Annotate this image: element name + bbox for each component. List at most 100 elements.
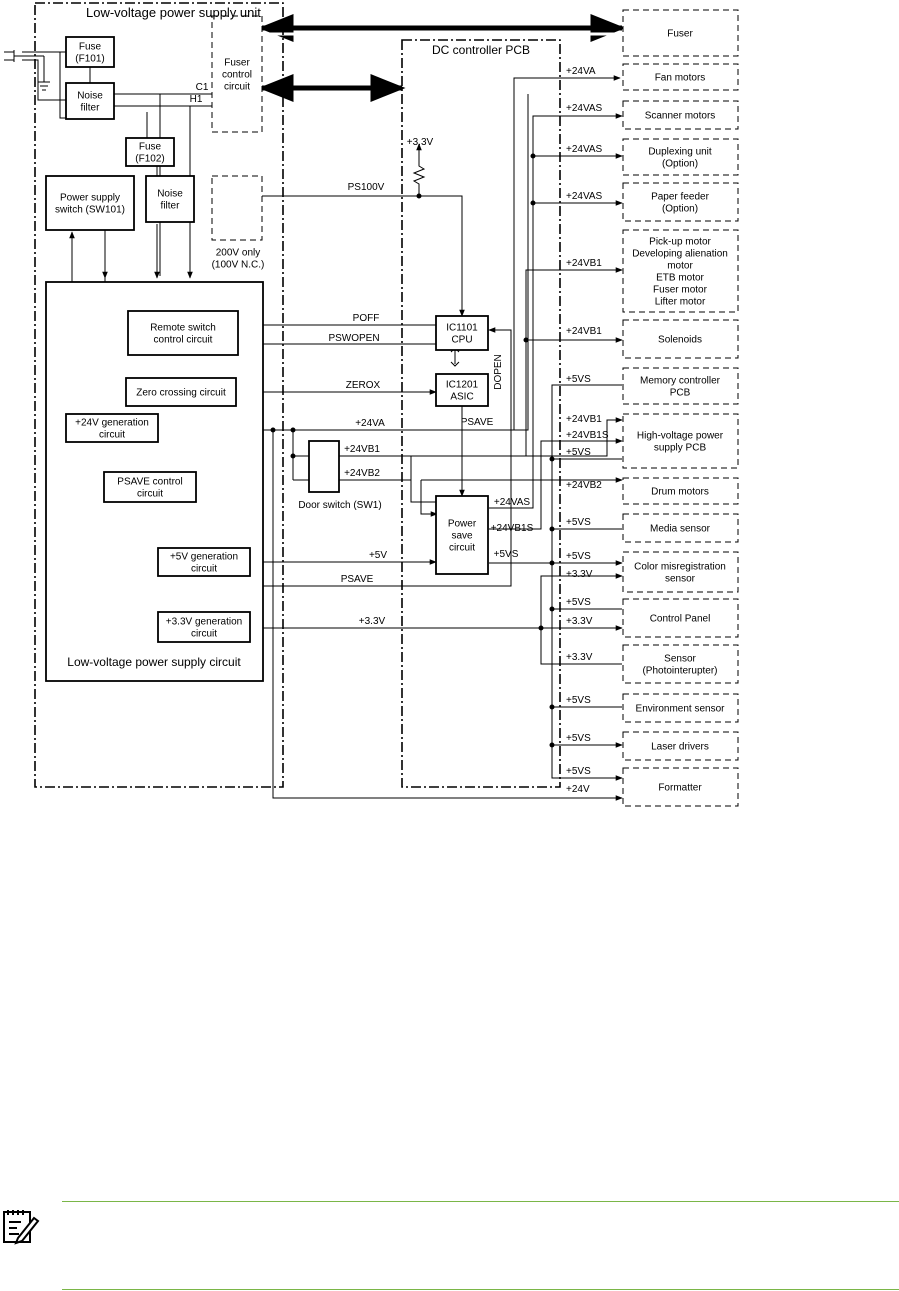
output-box	[622, 182, 739, 222]
output-box	[622, 138, 739, 176]
fuser-control-label-line: Fuser	[224, 58, 250, 69]
fuse-f102-box	[125, 137, 175, 167]
output-box	[622, 644, 739, 684]
remote-switch-box	[127, 310, 239, 356]
rail-label: +24VB1S	[566, 430, 609, 441]
gen-24v-box	[65, 413, 159, 443]
signal-v5v-mid: +5V	[369, 550, 387, 561]
signal-zerox: ZEROX	[346, 380, 381, 391]
output-label-line: Lifter motor	[655, 297, 706, 308]
rail-label: +24VB2	[566, 480, 602, 491]
output-box	[622, 767, 739, 807]
noise-filter-1-label-line: Noise	[77, 91, 103, 102]
fuser-control-label-line: circuit	[224, 82, 250, 93]
signal-psave-1: PSAVE	[461, 417, 494, 428]
noise-filter-2-label-line: filter	[161, 201, 181, 212]
junction-dot	[549, 704, 555, 710]
fuse-f101-box	[65, 36, 115, 68]
output-box	[622, 367, 739, 405]
note-200v-box	[211, 175, 263, 241]
rail-label: +24VAS	[566, 191, 603, 202]
output-box	[622, 693, 739, 723]
output-label-line: Control Panel	[650, 614, 711, 625]
v33-branches	[540, 576, 622, 665]
junction-dot	[549, 606, 555, 612]
output-label-line: Color misregistration	[634, 562, 726, 573]
signal-c1: C1	[196, 82, 209, 93]
output-label-line: Formatter	[658, 783, 702, 794]
output-box	[622, 100, 739, 130]
output-box	[622, 9, 739, 57]
output-label-line: (Option)	[662, 159, 698, 170]
junction-dot	[523, 337, 529, 343]
rail-label: +5VS	[566, 766, 591, 777]
rail-label: +5VS	[566, 374, 591, 385]
signal-ps100v: PS100V	[348, 182, 385, 193]
ic1201-asic-box	[435, 373, 489, 407]
ic1101-cpu-box	[435, 315, 489, 351]
output-box	[622, 598, 739, 638]
fuser-control-label-line: control	[222, 70, 252, 81]
junction-dot	[290, 427, 296, 433]
ic1201-asic-label-line: ASIC	[450, 392, 473, 403]
signal-v24vb1-mid: +24VB1	[344, 444, 380, 455]
junction-dot	[416, 193, 422, 199]
pullup-resistor	[412, 160, 426, 196]
signal-dopen: DOPEN	[493, 354, 504, 390]
ic1101-cpu-label-line: IC1101	[446, 323, 478, 334]
dc-controller-title: DC controller PCB	[432, 43, 530, 57]
output-box	[622, 319, 739, 359]
vas-scanner	[489, 113, 623, 509]
power-switch-label-line: Power supply	[60, 193, 120, 204]
rail-label: +3.3V	[566, 652, 593, 663]
vb1-pickup	[525, 267, 623, 456]
signal-ps-24vb1s: +24VB1S	[491, 523, 534, 534]
note-icon	[3, 1210, 40, 1245]
gen-5v-box	[157, 547, 251, 577]
rail-label: +24VAS	[566, 144, 603, 155]
ic1101-cpu-label-line: CPU	[451, 335, 472, 346]
junction-dot	[549, 742, 555, 748]
output-label-line: ETB motor	[656, 273, 704, 284]
output-label-line: (Photointerupter)	[642, 666, 717, 677]
rail-label: +24VB1	[566, 326, 602, 337]
fuse-f101-label-line: Fuse	[79, 42, 102, 53]
junction-dot	[530, 153, 536, 159]
vb1-hv	[411, 417, 623, 457]
note-bottom-rule	[62, 1289, 899, 1290]
rail-label: +5VS	[566, 597, 591, 608]
psave-control-label-line: circuit	[137, 489, 163, 500]
ic1201-asic-label-line: IC1201	[446, 380, 479, 391]
fuser-control-box	[211, 15, 263, 133]
vs-branches	[551, 384, 622, 745]
power-switch-box	[45, 175, 135, 231]
gen-5v-label-line: +5V generation	[170, 552, 238, 563]
signal-v24va-mid: +24VA	[355, 418, 385, 429]
vs-down	[551, 563, 623, 781]
output-label-line: Media sensor	[650, 524, 711, 535]
noise-filter-2-box	[145, 175, 195, 223]
fuse-f101-label-line: (F101)	[75, 54, 104, 65]
dopen-line	[488, 327, 512, 454]
psave-control-box	[103, 471, 197, 503]
signal-v24vb2-mid: +24VB2	[344, 468, 380, 479]
output-label-line: Duplexing unit	[648, 147, 712, 158]
output-box	[622, 63, 739, 91]
output-label-line: Pick-up motor	[649, 237, 711, 248]
fanmotor-feed	[513, 75, 621, 430]
vb-to-ps	[410, 456, 437, 514]
door-switch-box	[308, 440, 340, 493]
noise-filter-1-label-line: filter	[81, 103, 101, 114]
lvps-unit-title: Low-voltage power supply unit	[86, 5, 261, 20]
output-label-line: (Option)	[662, 204, 698, 215]
noise-filter-1-box	[65, 82, 115, 120]
output-label-line: Solenoids	[658, 335, 702, 346]
output-label-line: Memory controller	[640, 376, 721, 387]
rail-label: +5VS	[566, 447, 591, 458]
output-label-line: Paper feeder	[651, 192, 709, 203]
note-200v-label-line: 200V only	[216, 248, 260, 259]
output-box	[622, 551, 739, 593]
junction-dot	[549, 560, 555, 566]
output-label-line: Fan motors	[655, 73, 706, 84]
